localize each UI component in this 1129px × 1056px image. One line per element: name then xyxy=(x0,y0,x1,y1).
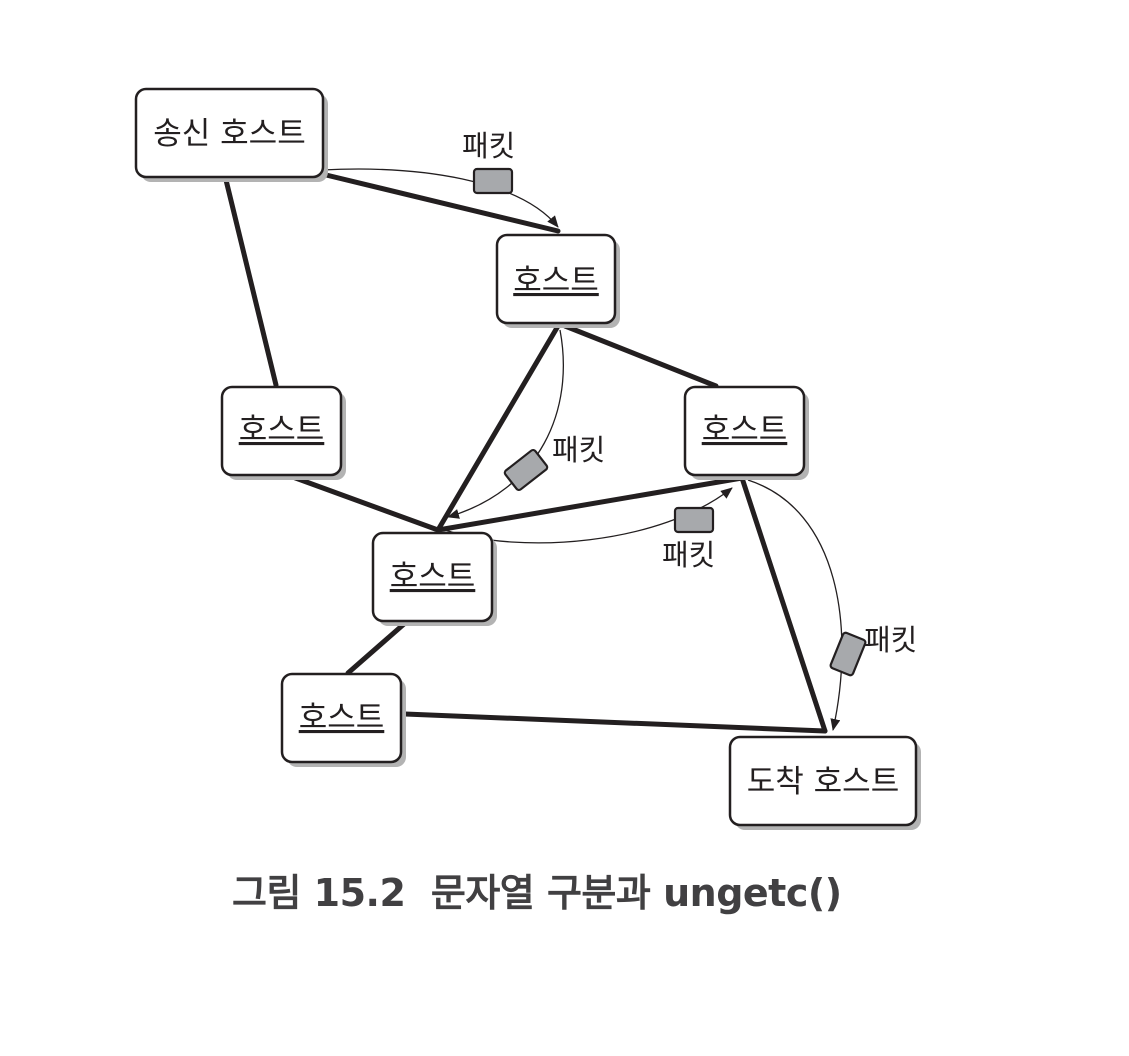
node-host-bottom: 호스트 xyxy=(280,672,406,767)
packet-arrow-host-right-to-dest xyxy=(747,479,843,731)
link-host-left-host-center xyxy=(287,473,441,533)
node-host-top-label: 호스트 xyxy=(513,263,599,299)
link-host-right-dest xyxy=(739,475,828,734)
packet-3-label: 패킷 xyxy=(662,538,715,572)
node-host-center-label: 호스트 xyxy=(390,559,476,595)
node-dest: 도착 호스트 xyxy=(728,735,921,830)
link-host-bottom-dest xyxy=(402,711,828,734)
node-dest-label: 도착 호스트 xyxy=(747,764,899,800)
node-sender-label: 송신 호스트 xyxy=(153,116,305,152)
packet-arrow-host-top-to-host-center xyxy=(447,329,564,519)
packet-arrow-sender-to-host-top xyxy=(321,168,559,228)
packet-2 xyxy=(503,448,549,492)
link-host-top-host-center xyxy=(435,323,561,533)
node-host-bottom-label: 호스트 xyxy=(299,700,385,736)
packet-1 xyxy=(472,167,514,195)
node-sender: 송신 호스트 xyxy=(134,87,328,182)
packet-4-label: 패킷 xyxy=(864,623,917,657)
node-host-left-label: 호스트 xyxy=(239,412,325,448)
node-host-right-label: 호스트 xyxy=(702,412,788,448)
nodes: 송신 호스트 호스트 호스트 호스트 호스트 호스트 xyxy=(134,87,921,830)
packet-4 xyxy=(829,631,867,677)
node-host-center: 호스트 xyxy=(371,531,497,626)
node-host-left: 호스트 xyxy=(220,385,346,480)
packets: 패킷 패킷 패킷 패킷 xyxy=(462,129,917,677)
packet-1-label: 패킷 xyxy=(462,129,515,163)
link-host-top-host-right xyxy=(562,323,719,389)
link-sender-host-top xyxy=(319,171,561,234)
packet-2-label: 패킷 xyxy=(552,433,605,467)
link-sender-host-left xyxy=(223,177,279,388)
link-host-center-host-right xyxy=(435,475,745,533)
link-host-center-host-bottom xyxy=(345,621,407,676)
node-host-right: 호스트 xyxy=(683,385,809,480)
figure-caption: 그림 15.2 문자열 구분과 ungetc() xyxy=(232,871,842,915)
links xyxy=(223,171,828,734)
node-host-top: 호스트 xyxy=(495,233,620,328)
packet-3 xyxy=(673,506,715,534)
